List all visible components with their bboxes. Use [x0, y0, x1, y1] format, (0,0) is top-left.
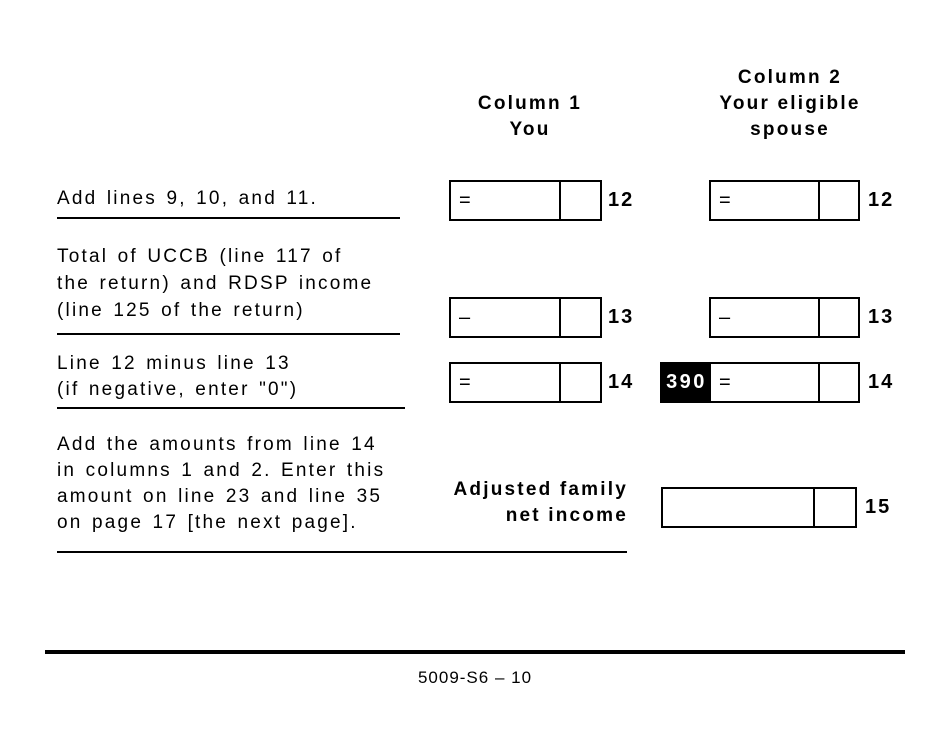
row-separator: [57, 217, 400, 219]
line12-col2-amount-box[interactable]: =: [709, 180, 860, 221]
row-label-line15: Add the amounts from line 14 in columns …: [57, 434, 386, 533]
line15-total-amount-box[interactable]: [661, 487, 857, 528]
line14-col2-amount-box[interactable]: =: [709, 362, 860, 403]
cents-divider: [818, 182, 820, 219]
line-number-13-col2: 13: [868, 306, 895, 328]
adjusted-family-net-income-label: Adjusted family net income: [453, 479, 628, 526]
footer-page-code: 5009-S6 – 10: [417, 668, 533, 687]
row-label-line12: Add lines 9, 10, and 11.: [57, 188, 319, 209]
footer-rule: [45, 650, 905, 654]
line14-col1-amount-box[interactable]: =: [449, 362, 602, 403]
column1-title: Column 1: [477, 93, 583, 114]
cents-divider: [818, 299, 820, 336]
minus-operator: –: [459, 306, 471, 328]
equals-operator: =: [719, 371, 731, 393]
row-label-line13: Total of UCCB (line 117 of the return) a…: [57, 246, 374, 321]
equals-operator: =: [459, 371, 471, 393]
line-number-15: 15: [865, 496, 892, 518]
line-number-12-col1: 12: [608, 189, 635, 211]
line-number-14-col2: 14: [868, 371, 895, 393]
line-number-13-col1: 13: [608, 306, 635, 328]
line-number-12-col2: 12: [868, 189, 895, 211]
cents-divider: [813, 489, 815, 526]
row-label-line14: Line 12 minus line 13 (if negative, ente…: [57, 353, 299, 400]
line-number-14-col1: 14: [608, 371, 635, 393]
column2-title: Column 2: [737, 67, 843, 88]
cents-divider: [818, 364, 820, 401]
line12-col1-amount-box[interactable]: =: [449, 180, 602, 221]
line13-col2-amount-box[interactable]: –: [709, 297, 860, 338]
minus-operator: –: [719, 306, 731, 328]
row-separator: [57, 333, 400, 335]
column1-subtitle: You: [509, 119, 551, 140]
column1-header: Column 1 You: [430, 91, 630, 143]
column2-subtitle: Your eligible: [719, 93, 861, 114]
column2-header: Column 2 Your eligible spouse: [690, 65, 890, 143]
equals-operator: =: [719, 189, 731, 211]
column2-subtitle2: spouse: [750, 119, 830, 140]
cents-divider: [559, 182, 561, 219]
equals-operator: =: [459, 189, 471, 211]
cents-divider: [559, 364, 561, 401]
row-separator: [57, 407, 405, 409]
row-separator: [57, 551, 627, 553]
field-code-badge: 390: [660, 362, 711, 403]
cents-divider: [559, 299, 561, 336]
line13-col1-amount-box[interactable]: –: [449, 297, 602, 338]
